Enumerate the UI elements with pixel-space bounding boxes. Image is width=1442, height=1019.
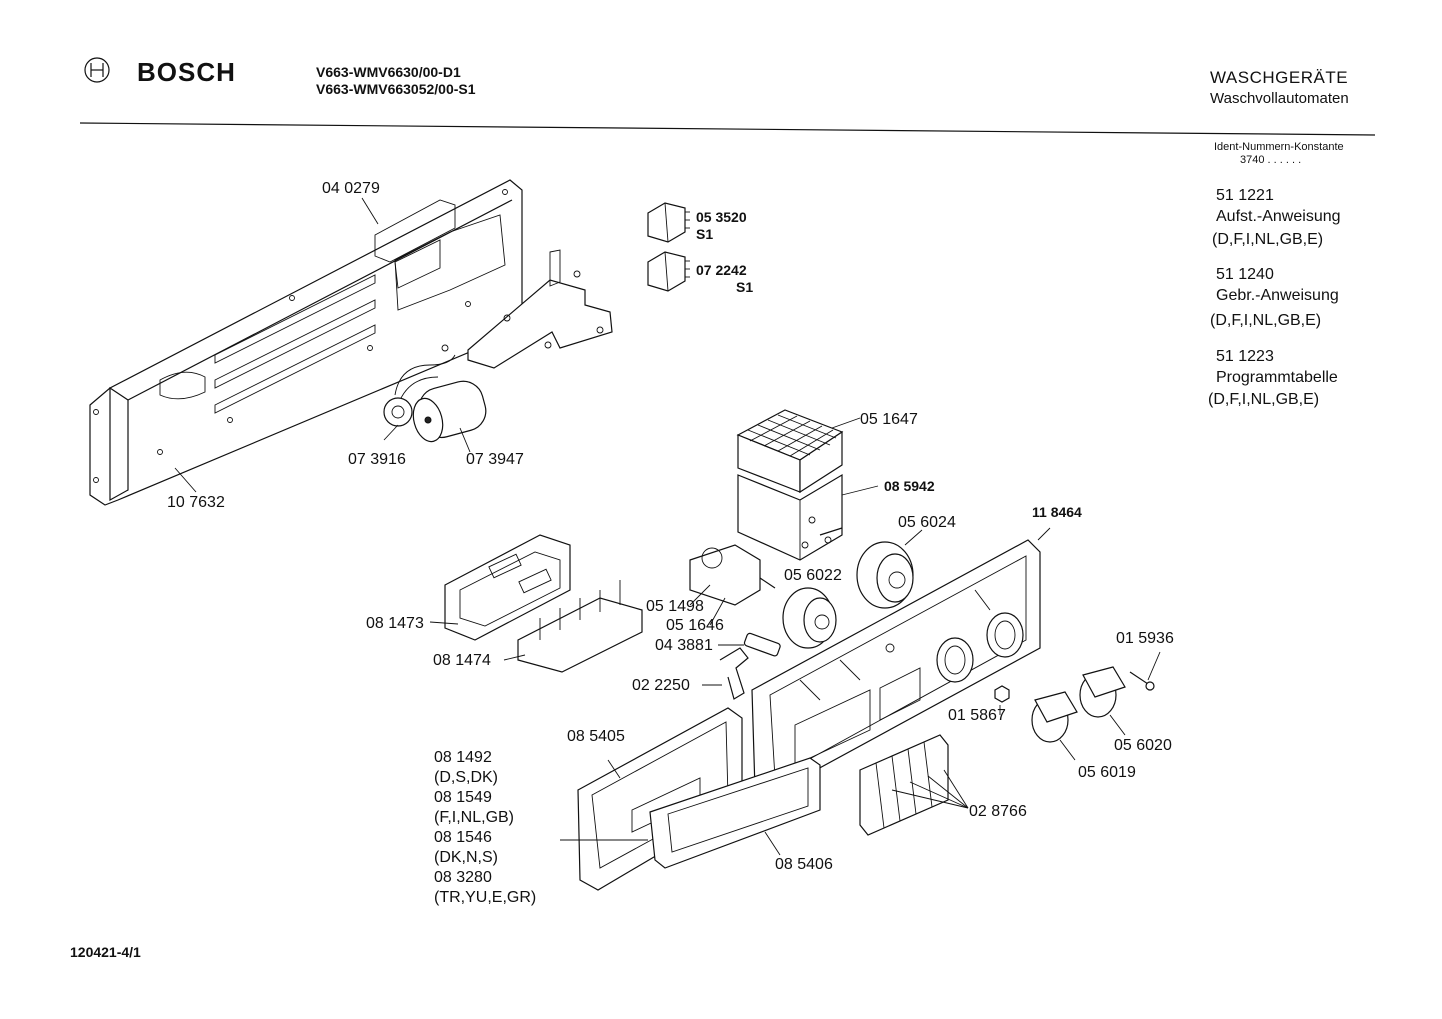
part-label-073916: 07 3916 (348, 451, 406, 468)
part-label-022250: 02 2250 (632, 677, 690, 694)
ident-label: Ident-Nummern-Konstante (1214, 141, 1344, 153)
document-code: 120421-4/1 (70, 944, 141, 960)
part-label-053520-variant: S1 (696, 226, 714, 242)
variant-3-countries: (DK,N,S) (434, 849, 498, 866)
part-label-085405: 08 5405 (567, 728, 625, 745)
mounting-bracket-drawing (467, 249, 613, 369)
switch-07-2242-drawing (647, 251, 690, 292)
doc-3-title: Programmtabelle (1216, 369, 1338, 386)
part-label-053520: 05 3520 (696, 209, 747, 225)
button-frame-drawing (429, 534, 571, 641)
indicator-lamp-drawing (718, 632, 781, 657)
part-label-085942: 08 5942 (884, 478, 935, 494)
part-label-072242-variant: S1 (736, 279, 754, 295)
part-label-072242: 07 2242 (696, 262, 747, 278)
programme-window-drawing (560, 757, 821, 869)
variant-1-countries: (D,S,DK) (434, 769, 498, 786)
knob-body-05-6024-drawing (856, 529, 923, 609)
part-label-051498: 05 1498 (646, 598, 704, 615)
doc-1-languages: (D,F,I,NL,GB,E) (1212, 231, 1324, 248)
doc-2-title: Gebr.-Anweisung (1216, 287, 1339, 304)
doc-2-languages: (D,F,I,NL,GB,E) (1210, 312, 1322, 329)
knob-body-05-6022-drawing (782, 587, 837, 649)
model-number-2: V663-WMV663052/00-S1 (316, 81, 476, 97)
doc-3-languages: (D,F,I,NL,GB,E) (1208, 391, 1320, 408)
push-buttons-drawing (859, 734, 969, 836)
doc-1-title: Aufst.-Anweisung (1216, 208, 1341, 225)
brand-name: BOSCH (137, 57, 236, 87)
doc-1-number: 51 1221 (1216, 187, 1274, 204)
part-label-043881: 04 3881 (655, 637, 713, 654)
part-label-056020: 05 6020 (1114, 737, 1172, 754)
retaining-clip-drawing (702, 647, 749, 700)
part-label-081474: 08 1474 (433, 652, 491, 669)
control-panel-carrier-drawing (89, 179, 523, 506)
part-label-056024: 05 6024 (898, 514, 956, 531)
ident-value: 3740 . . . . . . (1240, 154, 1302, 166)
variant-2-number: 08 1549 (434, 789, 492, 806)
variant-4-number: 08 3280 (434, 869, 492, 886)
model-number-1: V663-WMV6630/00-D1 (316, 64, 461, 80)
knob-05-6020-drawing (1079, 666, 1126, 736)
part-label-051646: 05 1646 (666, 617, 724, 634)
variant-4-countries: (TR,YU,E,GR) (434, 889, 537, 906)
part-label-015867: 01 5867 (948, 707, 1006, 724)
part-label-073947: 07 3947 (466, 451, 524, 468)
doc-2-number: 51 1240 (1216, 266, 1274, 283)
knob-05-6019-drawing (1031, 691, 1078, 761)
category-subtitle: Waschvollautomaten (1210, 90, 1349, 107)
part-label-056019: 05 6019 (1078, 764, 1136, 781)
doc-3-number: 51 1223 (1216, 348, 1274, 365)
programme-timer-drawing (736, 409, 879, 561)
capacitor-drawing (394, 344, 487, 443)
variant-3-number: 08 1546 (434, 829, 492, 846)
part-label-028766: 02 8766 (969, 803, 1027, 820)
part-label-085406: 08 5406 (775, 856, 833, 873)
part-label-040279: 04 0279 (322, 180, 380, 197)
bosch-logo-icon (84, 57, 110, 83)
category-title: WASCHGERÄTE (1210, 68, 1349, 87)
header-rule (79, 122, 1376, 136)
part-label-107632: 10 7632 (167, 494, 225, 511)
pushbutton-switch-block-drawing (503, 580, 643, 673)
variant-1-number: 08 1492 (434, 749, 492, 766)
screw-01-5936-drawing (1129, 651, 1161, 691)
part-label-118464: 11 8464 (1032, 504, 1082, 520)
part-label-081473: 08 1473 (366, 615, 424, 632)
drive-motor-gear-drawing (383, 397, 471, 453)
part-label-015936: 01 5936 (1116, 630, 1174, 647)
switch-05-3520-drawing (647, 202, 690, 243)
variant-2-countries: (F,I,NL,GB) (434, 809, 515, 826)
part-label-051647: 05 1647 (860, 411, 918, 428)
part-label-056022: 05 6022 (784, 567, 842, 584)
selector-switch-drawing (689, 544, 776, 626)
nut-01-5867-drawing (994, 685, 1010, 715)
